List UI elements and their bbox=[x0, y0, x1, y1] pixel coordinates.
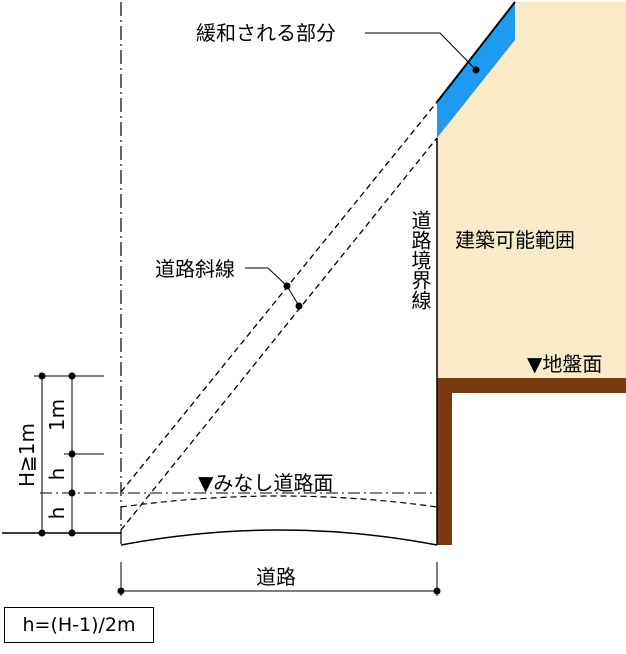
road-surface-curve bbox=[120, 529, 438, 546]
label-H-condition: H≧1m bbox=[15, 423, 39, 487]
leader-relaxed-dot bbox=[472, 66, 480, 74]
slant-line-upper bbox=[120, 101, 438, 493]
label-relaxed-part: 緩和される部分 bbox=[196, 21, 336, 45]
ground-wall bbox=[437, 378, 626, 545]
label-buildable-range: 建築可能範囲 bbox=[455, 228, 575, 252]
leader-slant-dot2 bbox=[295, 302, 303, 310]
buildable-area bbox=[437, 2, 626, 378]
dim-dots bbox=[38, 372, 76, 537]
road-dim-dot-left bbox=[117, 587, 125, 595]
label-ground-level: ▼地盤面 bbox=[527, 352, 602, 376]
leader-slant-dot1 bbox=[283, 282, 291, 290]
label-h-upper: h bbox=[45, 468, 69, 481]
label-road: 道路 bbox=[256, 565, 296, 589]
label-road-boundary-line: 道路境界線 bbox=[408, 210, 432, 310]
label-h-lower: h bbox=[45, 507, 69, 520]
slant-line-lower bbox=[120, 137, 438, 531]
label-one-m: 1m bbox=[45, 399, 69, 431]
road-dim-dot-right bbox=[433, 587, 441, 595]
label-assumed-road-level: ▼みなし道路面 bbox=[198, 471, 333, 495]
leader-slant-line bbox=[245, 267, 300, 307]
formula-box: h=(H-1)/2m bbox=[4, 607, 154, 643]
formula-text: h=(H-1)/2m bbox=[22, 614, 136, 636]
leader-relaxed-part bbox=[365, 32, 477, 71]
label-road-slant-line: 道路斜線 bbox=[155, 257, 235, 281]
actual-slant-line bbox=[436, 1, 516, 103]
assumed-road-curve bbox=[120, 495, 438, 508]
